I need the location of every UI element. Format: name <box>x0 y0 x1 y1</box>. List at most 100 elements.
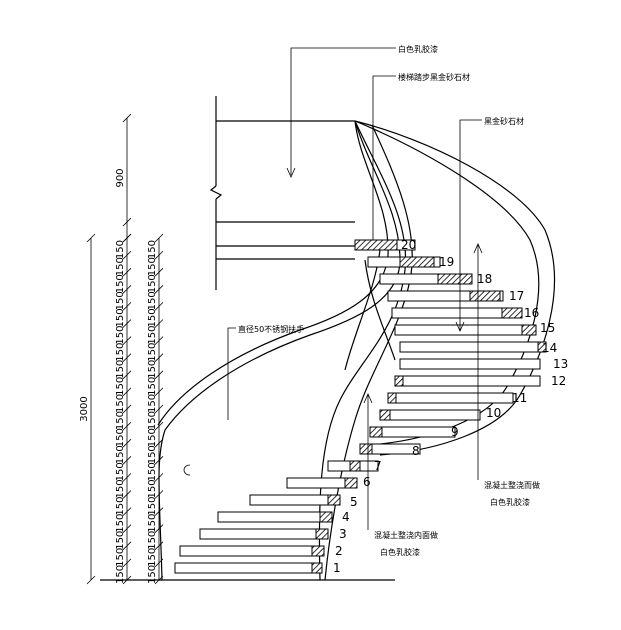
riser-dim-label: 150 <box>147 479 158 498</box>
riser-dim-label: 150 <box>147 326 158 345</box>
riser-dim-label: 150 <box>147 377 158 396</box>
dim-tick <box>122 438 132 448</box>
riser-dim-label: 150 <box>147 497 158 516</box>
tread-nosing-hatch <box>344 477 358 489</box>
tread <box>174 562 321 574</box>
dim-tick <box>122 250 132 260</box>
tread <box>369 426 456 438</box>
riser-dim-label: 150 <box>147 240 158 259</box>
riser-dim-label: 150 <box>115 343 126 362</box>
dim-tick <box>122 113 132 123</box>
riser-dim-label: 150 <box>115 428 126 447</box>
dim-tick <box>154 541 164 551</box>
step-number: 11 <box>512 391 527 405</box>
dim-tick <box>122 267 132 277</box>
riser-dim-label: 150 <box>147 343 158 362</box>
tread <box>394 324 536 336</box>
tread-nosing-hatch <box>469 290 501 302</box>
riser-dim-label: 150 <box>147 394 158 413</box>
riser-dim-label: 150 <box>115 497 126 516</box>
tread <box>199 528 321 540</box>
step-number: 10 <box>486 406 501 420</box>
dim-tick <box>122 387 132 397</box>
riser-dim-label: 150 <box>147 445 158 464</box>
tread <box>286 477 348 489</box>
riser-dim-label: 150 <box>147 360 158 379</box>
dim-tick <box>122 370 132 380</box>
riser-dim-label: 150 <box>147 291 158 310</box>
dim-tick <box>154 524 164 533</box>
tread-nosing-hatch <box>319 511 333 523</box>
dim-tick <box>154 353 164 362</box>
riser-dim-label: 150 <box>115 462 126 481</box>
dim-tick <box>154 319 164 328</box>
step-number: 2 <box>335 544 343 558</box>
dim-total-3000: 3000 <box>79 396 90 421</box>
tread <box>399 358 541 370</box>
riser-dim-label: 150 <box>115 326 126 345</box>
dim-tick <box>154 250 164 260</box>
dim-tick <box>122 456 132 465</box>
tread-nosing-hatch <box>501 307 523 319</box>
dim-tick <box>154 507 164 516</box>
note-paint-right: 白色乳胶漆 <box>490 497 530 507</box>
dim-tick <box>154 370 164 380</box>
riser-dim-label: 150 <box>147 274 158 293</box>
riser-dim-label: 150 <box>115 257 126 276</box>
riser-dim-label: 150 <box>147 548 158 567</box>
step-number: 4 <box>342 510 350 524</box>
riser-dim-label: 150 <box>115 240 126 259</box>
riser-dim-label: 150 <box>115 479 126 498</box>
tread-nosing-hatch <box>387 392 397 404</box>
dim-upper-900: 900 <box>115 168 126 187</box>
tread <box>217 511 323 523</box>
upper-slab <box>209 96 355 290</box>
tread-nosing-hatch <box>399 256 435 268</box>
step-number: 7 <box>374 459 382 473</box>
step-number: 1 <box>333 561 341 575</box>
tread-nosing-hatch <box>379 409 391 421</box>
stair-treads <box>174 239 547 574</box>
step-number: 16 <box>524 306 539 320</box>
dim-tick <box>122 285 132 294</box>
tread-nosing-hatch <box>537 341 547 353</box>
dim-tick <box>154 336 164 345</box>
tread-nosing-hatch <box>349 460 361 472</box>
tread <box>179 545 319 557</box>
note-ceiling-paint: 白色乳胶漆 <box>398 44 438 54</box>
dim-tick <box>122 421 132 431</box>
tread-nosing-hatch <box>394 375 404 387</box>
dim-tick <box>122 575 132 585</box>
step-number: 12 <box>551 374 566 388</box>
dim-tick <box>154 302 164 311</box>
riser-dim-label: 150 <box>115 411 126 430</box>
riser-dim-label: 150 <box>115 377 126 396</box>
dim-tick <box>122 233 132 243</box>
tread-nosing-hatch <box>354 239 398 251</box>
step-number: 20 <box>401 238 416 252</box>
dim-tick <box>122 524 132 533</box>
step-number: 18 <box>477 272 492 286</box>
riser-dim-label: 150 <box>147 411 158 430</box>
riser-dim-label: 150 <box>115 514 126 533</box>
tread <box>379 409 481 421</box>
note-concrete-bottom: 混凝土整浇内面做 <box>374 530 438 540</box>
tread <box>387 290 504 302</box>
tread <box>394 375 541 387</box>
dim-tick <box>154 285 164 294</box>
riser-dim-label: 150 <box>115 565 126 584</box>
riser-dim-label: 150 <box>115 291 126 310</box>
note-tread-finish: 楼梯踏步黑金砂石材 <box>398 72 470 82</box>
dim-tick <box>122 507 132 516</box>
note-paint-bottom: 白色乳胶漆 <box>380 547 420 557</box>
tread-nosing-hatch <box>369 426 383 438</box>
tread <box>249 494 336 506</box>
riser-dim-label: 150 <box>115 531 126 550</box>
tread-nosing-hatch <box>359 443 373 455</box>
dim-tick <box>122 490 132 499</box>
dim-tick <box>86 575 96 585</box>
riser-dim-label: 150 <box>147 514 158 533</box>
tread <box>387 392 514 404</box>
step-number: 17 <box>509 289 524 303</box>
